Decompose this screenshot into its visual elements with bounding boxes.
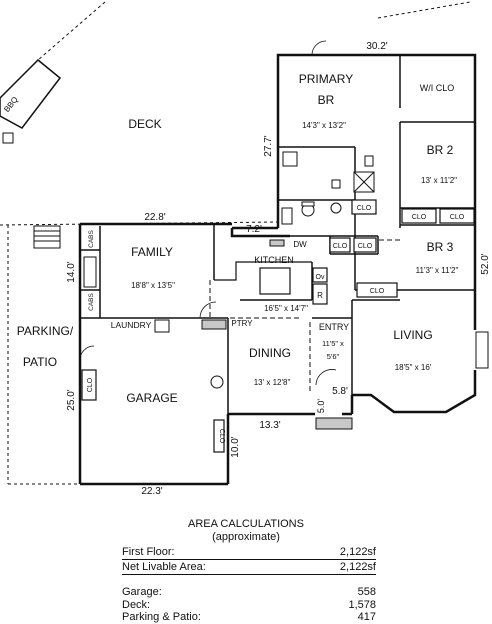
area-row-value: 2,122sf [339,561,376,573]
clo-label: CLO [412,214,427,221]
clo-label: CLO [358,243,373,250]
area-rule [122,574,376,575]
area-row-label: Deck: [122,599,151,611]
area-row-value: 558 [357,586,376,598]
clo-label: CLO [333,243,348,250]
family-size: 18'8" x 13'5" [131,281,175,290]
interior-walls [80,55,475,414]
primary-name: PRIMARY [299,72,353,86]
area-rule [122,559,376,560]
dim-family-left: 14.0' [66,261,77,282]
wic-label: W/I CLO [420,83,455,93]
plan-labels: DECK BBQ PARKING/ PATIO PRIMARY BR 14'3"… [2,72,464,444]
kitchen-name: KITCHEN [254,255,294,265]
entry-name: ENTRY [319,322,349,332]
br2-size: 13' x 11'2" [421,176,457,185]
dim-dining-bottom: 13.3' [259,420,280,431]
dashed-separators [209,239,400,392]
bbq-unit [0,58,62,144]
area-row-value: 417 [357,611,376,623]
area-row-value: 2,122sf [339,546,376,558]
floor-plan: DECK BBQ PARKING/ PATIO PRIMARY BR 14'3"… [0,1,491,497]
kitchen-size: 16'5" x 14'7" [264,304,308,313]
br3-size: 11'3" x 11'2" [416,266,459,275]
clo-label: CLO [357,205,372,212]
door-swings [79,40,337,386]
dim-kitchen-top: 7.2' [246,224,262,235]
laundry-label: LAUNDRY [111,320,152,330]
br2-name: BR 2 [427,143,454,157]
thresholds [201,239,353,430]
patio-label: PATIO [23,355,57,369]
living-name: LIVING [393,328,432,342]
area-row-value: 1,578 [348,599,376,611]
area-subtitle: (approximate) [212,531,280,543]
parking-label: PARKING/ [17,324,74,338]
clo-label: CLO [218,429,225,444]
area-row-label: Garage: [122,586,162,598]
dim-family-top: 22.8' [144,212,165,223]
dim-entry-small: 5.8' [332,386,348,397]
family-name: FAMILY [131,245,173,259]
primary-name-2: BR [318,93,335,107]
cabs-upper-label: CABS [88,229,95,247]
deck-label: DECK [128,117,161,131]
oven-label: Ov [316,274,325,281]
dim-garage-left: 25.0' [66,389,77,410]
primary-size: 14'3" x 13'2" [302,121,346,130]
cabs-lower-label: CABS [88,292,95,310]
dimension-labels: 30.2' 52.0' 27.7' 22.8' 7.2' 14.0' 25.0'… [66,41,491,497]
fixtures [83,151,489,389]
area-calculations: AREA CALCULATIONS (approximate) [0,518,492,544]
area-title: AREA CALCULATIONS [188,518,304,530]
fridge-label: R [317,291,323,300]
garage-name: GARAGE [126,391,177,405]
dining-name: DINING [249,346,291,360]
clo-label: CLO [450,214,465,221]
exterior-walls [78,53,477,486]
ptry-label: PTRY [231,319,253,328]
clo-label: CLO [370,288,385,295]
dim-garage-bottom: 22.3' [141,486,162,497]
deck-steps [33,225,61,249]
br3-name: BR 3 [427,240,454,254]
clo-label: CLO [87,377,94,392]
kitchen-counters [214,261,328,305]
parking-outline [7,225,80,485]
dim-entry-vertical: 5.0' [316,399,326,414]
dw-label: DW [293,240,307,249]
entry-size: 11'5" x [322,339,344,348]
living-size: 18'5" x 16' [395,363,432,372]
area-row-label: Net Livable Area: [122,561,206,573]
dining-size: 13' x 12'8" [254,378,291,387]
closet-boxes [81,199,475,453]
dim-garage-closet: 10.0' [230,436,241,457]
dim-top: 30.2' [366,41,387,52]
dim-right: 52.0' [480,253,491,274]
area-row-label: First Floor: [122,546,175,558]
dim-primary-left: 27.7' [263,135,274,156]
area-row-label: Parking & Patio: [122,611,201,623]
entry-size-2: 5'6" [327,352,340,361]
